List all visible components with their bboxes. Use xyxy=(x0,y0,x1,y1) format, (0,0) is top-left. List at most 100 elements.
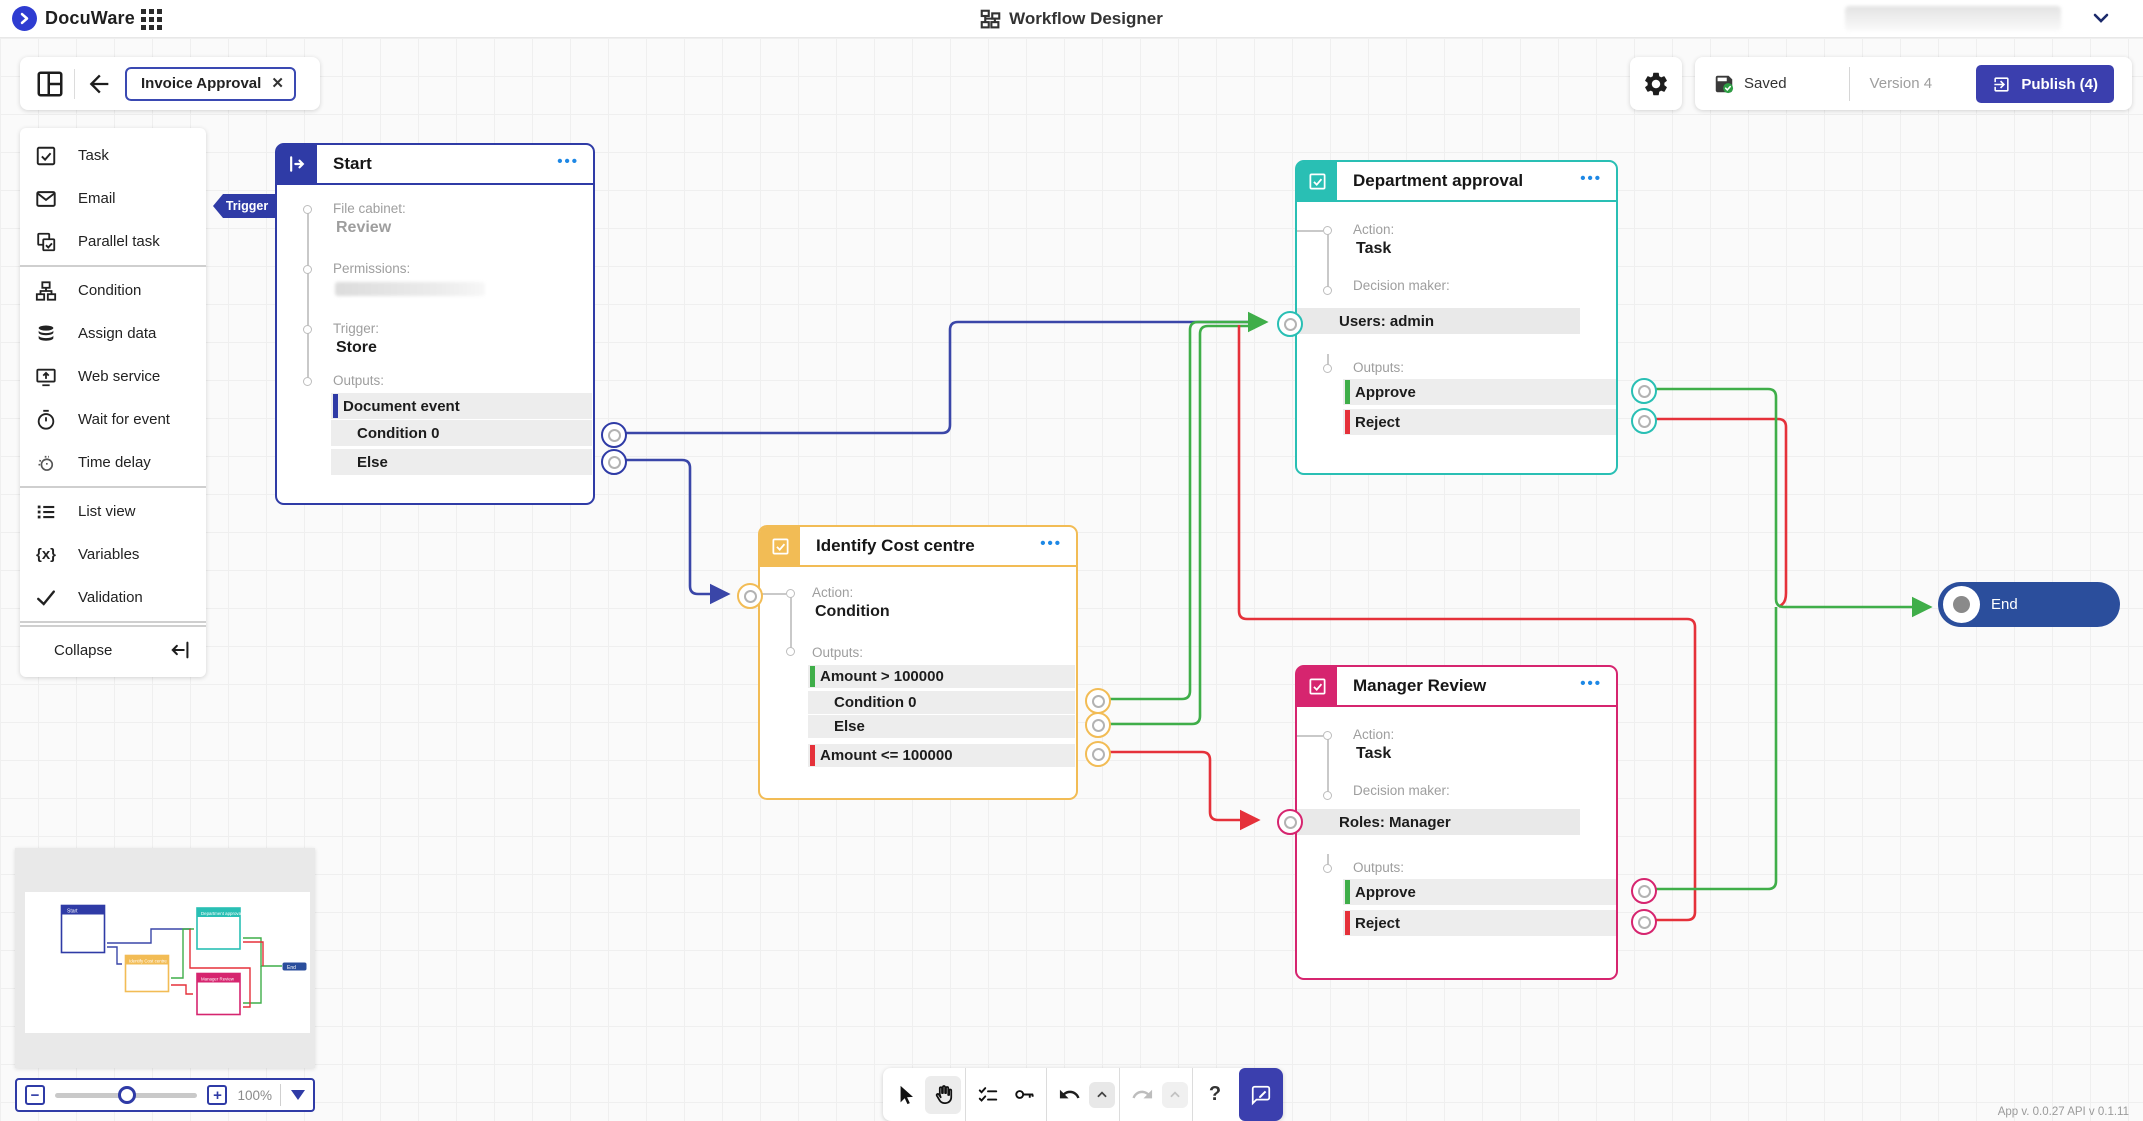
output-port-reject[interactable] xyxy=(1631,408,1657,434)
output-row-approve[interactable]: Approve xyxy=(1343,379,1616,405)
node-identify-cost-centre[interactable]: Identify Cost centre ••• Action: Conditi… xyxy=(737,525,1111,800)
output-port-reject[interactable] xyxy=(1631,909,1657,935)
node-menu-icon[interactable]: ••• xyxy=(1580,675,1602,692)
output-row-else[interactable]: Else xyxy=(808,715,1075,738)
palette-item-parallel-task[interactable]: Parallel task xyxy=(20,220,206,263)
zoom-control: − + 100% xyxy=(15,1078,315,1112)
parallel-task-icon xyxy=(34,230,58,254)
output-port-approve[interactable] xyxy=(1631,378,1657,404)
palette-item-wait-for-event[interactable]: Wait for event xyxy=(20,398,206,441)
node-menu-icon[interactable]: ••• xyxy=(557,153,579,170)
node-start-header[interactable]: Start xyxy=(277,145,593,185)
palette-item-label: Parallel task xyxy=(78,233,160,250)
decision-maker-row[interactable]: Users: admin xyxy=(1297,308,1580,334)
pan-tool-button[interactable] xyxy=(925,1075,961,1114)
zoom-slider-knob[interactable] xyxy=(117,1085,136,1104)
minimap-node-end: End xyxy=(282,962,307,971)
zoom-in-button[interactable]: + xyxy=(207,1085,228,1105)
output-row-reject[interactable]: Reject xyxy=(1343,409,1616,435)
output-port-else[interactable] xyxy=(601,449,627,475)
decision-maker-row[interactable]: Roles: Manager xyxy=(1297,809,1580,835)
output-row-amount-100000[interactable]: Amount > 100000 xyxy=(808,665,1075,688)
input-port[interactable] xyxy=(1277,311,1303,337)
output-row-amount-100000[interactable]: Amount <= 100000 xyxy=(808,744,1075,767)
back-arrow-icon[interactable] xyxy=(81,66,117,102)
validation-icon xyxy=(34,586,58,610)
apps-grid-icon[interactable] xyxy=(141,9,162,30)
output-port-condition-0[interactable] xyxy=(1085,688,1111,714)
version-label: Version 4 xyxy=(1869,75,1933,92)
palette-item-condition[interactable]: Condition xyxy=(20,269,206,312)
undo-history-button[interactable] xyxy=(1089,1081,1115,1108)
output-row-reject[interactable]: Reject xyxy=(1343,910,1616,936)
palette-item-email[interactable]: Email xyxy=(20,177,206,220)
output-row-condition-0[interactable]: Condition 0 xyxy=(331,420,592,446)
input-port[interactable] xyxy=(737,583,763,609)
node-manager-header[interactable]: Manager Review xyxy=(1297,667,1616,707)
svg-text:Department approval: Department approval xyxy=(201,911,242,916)
brand-name: DocuWare xyxy=(45,8,135,28)
palette-item-list-view[interactable]: List view xyxy=(20,490,206,533)
node-identify-header[interactable]: Identify Cost centre xyxy=(760,527,1076,567)
feedback-button[interactable] xyxy=(1239,1068,1283,1121)
output-row-else[interactable]: Else xyxy=(331,449,592,475)
tab-invoice-approval[interactable]: Invoice Approval ✕ xyxy=(125,66,296,101)
field-label: Decision maker: xyxy=(1353,783,1450,798)
redo-history-button[interactable] xyxy=(1162,1081,1188,1108)
undo-button[interactable] xyxy=(1051,1076,1087,1114)
palette-item-label: Wait for event xyxy=(78,411,170,428)
end-port[interactable] xyxy=(1943,586,1980,623)
redo-button[interactable] xyxy=(1124,1076,1160,1114)
palette-item-label: Validation xyxy=(78,589,143,606)
zoom-presets-dropdown-icon[interactable] xyxy=(291,1090,305,1100)
palette-item-task[interactable]: Task xyxy=(20,134,206,177)
end-label: End xyxy=(1991,596,2018,613)
timeline xyxy=(307,209,309,385)
checklist-tool-button[interactable] xyxy=(970,1076,1006,1114)
minimap[interactable]: Start Identify Cost centre Department ap… xyxy=(15,848,315,1068)
output-row-document-event[interactable]: Document event xyxy=(331,393,592,419)
output-port-condition-0[interactable] xyxy=(601,422,627,448)
output-row-condition-0[interactable]: Condition 0 xyxy=(808,691,1075,714)
palette-item-variables[interactable]: {x}Variables xyxy=(20,533,206,576)
node-manager-review[interactable]: Manager Review ••• Action: Task Decision… xyxy=(1277,665,1657,980)
node-menu-icon[interactable]: ••• xyxy=(1040,535,1062,552)
collapse-icon xyxy=(171,641,189,659)
workflow-icon xyxy=(980,9,1001,28)
help-button[interactable]: ? xyxy=(1208,1083,1222,1105)
node-start[interactable]: Start ••• File cabinet: Review Permissio… xyxy=(275,143,627,505)
output-port-amount-lte[interactable] xyxy=(1085,741,1111,767)
zoom-out-button[interactable]: − xyxy=(25,1085,45,1105)
task-icon xyxy=(34,144,58,168)
close-icon[interactable]: ✕ xyxy=(271,75,284,92)
node-end[interactable]: End xyxy=(1938,582,2120,627)
trigger-flag[interactable]: Trigger xyxy=(213,194,275,218)
node-department-approval[interactable]: Department approval ••• Action: Task Dec… xyxy=(1277,160,1657,475)
output-row-approve[interactable]: Approve xyxy=(1343,879,1616,905)
node-department-header[interactable]: Department approval xyxy=(1297,162,1616,202)
user-account-redacted[interactable] xyxy=(1845,6,2061,31)
gear-icon[interactable] xyxy=(1642,70,1670,98)
output-row-label: Approve xyxy=(1355,883,1416,901)
output-port-else[interactable] xyxy=(1085,712,1111,738)
palette-item-validation[interactable]: Validation xyxy=(20,576,206,619)
output-port-approve[interactable] xyxy=(1631,878,1657,904)
key-tool-button[interactable] xyxy=(1006,1076,1042,1114)
output-row-label: Condition 0 xyxy=(834,694,917,711)
canvas-tools-toolbar: ? xyxy=(883,1068,1283,1121)
field-label: Action: xyxy=(812,585,854,600)
svg-text:End: End xyxy=(287,965,296,971)
palette-collapse-button[interactable]: Collapse xyxy=(20,629,206,671)
input-port[interactable] xyxy=(1277,809,1303,835)
publish-button[interactable]: Publish (4) xyxy=(1976,65,2114,103)
palette-item-assign-data[interactable]: Assign data xyxy=(20,312,206,355)
zoom-slider[interactable] xyxy=(55,1085,198,1104)
chevron-down-icon[interactable] xyxy=(2092,10,2110,26)
palette-item-web-service[interactable]: Web service xyxy=(20,355,206,398)
palette-item-time-delay[interactable]: Time delay xyxy=(20,441,206,484)
layout-panel-icon[interactable] xyxy=(32,66,68,102)
start-icon xyxy=(277,145,317,183)
palette-item-label: List view xyxy=(78,503,136,520)
select-tool-button[interactable] xyxy=(889,1076,925,1114)
node-menu-icon[interactable]: ••• xyxy=(1580,170,1602,187)
